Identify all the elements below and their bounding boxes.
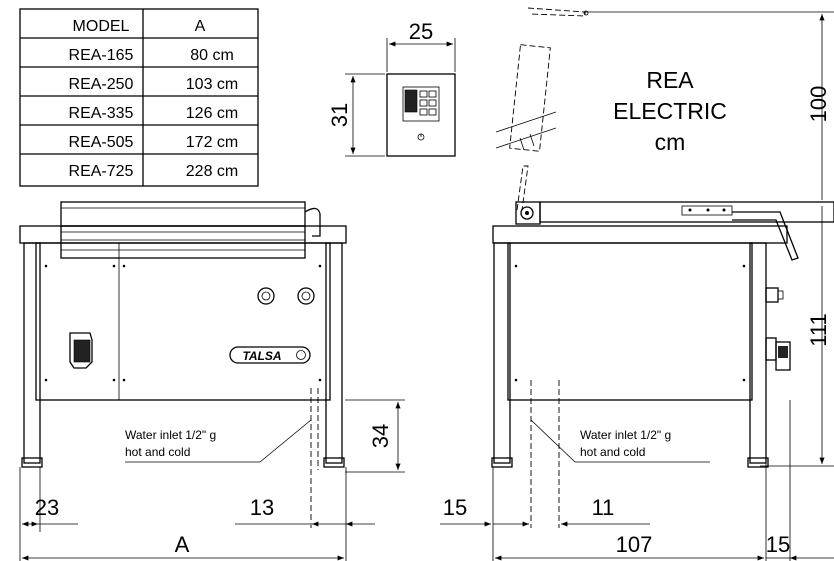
control-panel-box: [386, 73, 456, 157]
side-view: Water inlet 1/2" g hot and cold 15 11 10…: [440, 7, 834, 561]
front-view: TALSA Water inlet 1/2" g hot and cold 34…: [19, 201, 405, 561]
dim-leg-offset: 23: [35, 495, 59, 520]
title-line-1: REA: [646, 67, 694, 93]
table-cell-a: 80 cm: [190, 47, 234, 64]
title-block: REA ELECTRIC cm: [613, 67, 727, 155]
lever-arm: [732, 211, 799, 261]
table-cell-a: 103 cm: [186, 76, 238, 93]
worktop: [19, 225, 347, 244]
water-inlet-note: Water inlet 1/2" g: [125, 428, 216, 442]
cabinet-side: [507, 242, 753, 401]
leg-left: [23, 242, 41, 464]
tap-icon: [765, 287, 779, 303]
dim-side-left: 15: [443, 495, 467, 520]
knob-icon: [257, 287, 275, 305]
brand-logo: TALSA: [242, 349, 281, 363]
table-cell-model: REA-250: [69, 76, 134, 93]
control-display: [402, 86, 440, 122]
title-line-3: cm: [655, 129, 686, 155]
table-cell-a: 172 cm: [186, 134, 238, 151]
table-cell-model: REA-165: [69, 47, 134, 64]
lid-top: [60, 201, 306, 227]
drain-valve-icon: [765, 337, 777, 361]
dim-side-inlet: 11: [592, 495, 615, 520]
dim-side-depth: 107: [616, 532, 653, 557]
brand-badge: [229, 346, 311, 364]
leg-right: [325, 242, 343, 464]
dim-panel-height: 31: [327, 103, 352, 127]
dim-height: 111: [806, 313, 831, 346]
side-handle-icon: [69, 332, 93, 369]
table-cell-model: REA-505: [69, 134, 134, 151]
dim-width-a: A: [175, 532, 190, 557]
dim-inlet-height: 34: [368, 424, 393, 448]
knob-icon: [297, 287, 315, 305]
dim-side-right: 15: [766, 532, 790, 557]
raised-lid: [509, 44, 551, 152]
table-cell-model: REA-725: [69, 163, 134, 180]
lid-side: [539, 201, 834, 223]
water-inlet-note: hot and cold: [580, 445, 645, 459]
lid-body: [60, 225, 306, 259]
control-panel-detail: 25 31: [327, 19, 456, 157]
table-header-model: MODEL: [73, 18, 130, 35]
dim-height-open: 100: [806, 86, 831, 123]
title-line-2: ELECTRIC: [613, 98, 727, 124]
cabinet-body: [35, 242, 331, 401]
dim-panel-width: 25: [409, 19, 433, 44]
model-table: MODEL A REA-165 80 cm REA-250 103 cm REA…: [19, 8, 259, 187]
table-cell-a: 228 cm: [186, 163, 238, 180]
water-inlet-note: Water inlet 1/2" g: [580, 428, 671, 442]
table-header-a: A: [195, 18, 206, 35]
table-cell-a: 126 cm: [186, 105, 238, 122]
worktop-side: [492, 225, 788, 244]
table-cell-model: REA-335: [69, 105, 134, 122]
water-inlet-note: hot and cold: [125, 445, 190, 459]
dim-inlet-offset: 13: [250, 495, 274, 520]
